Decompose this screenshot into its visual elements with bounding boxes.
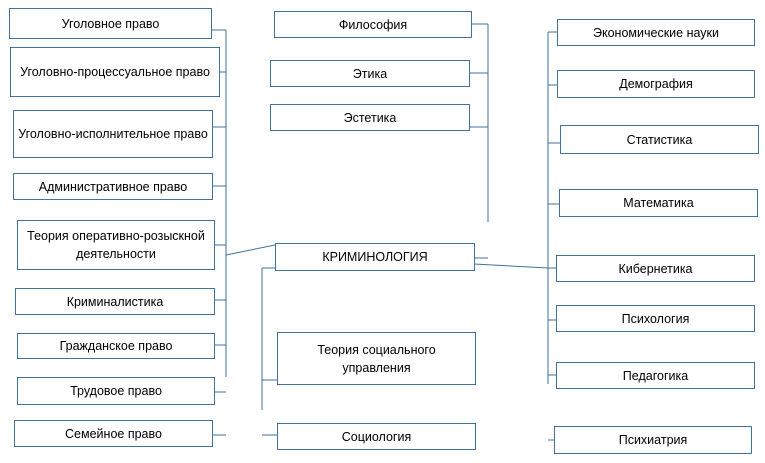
left-box-label: Уголовное право: [61, 16, 160, 31]
right-box-label: Педагогика: [622, 368, 689, 383]
bottom-box-social-management-theory: Теория социального управления: [277, 332, 476, 385]
top-box-label: Эстетика: [343, 110, 397, 125]
top-box-label: Философия: [338, 17, 408, 32]
left-box-labor-law: Трудовое право: [17, 377, 215, 405]
bottom-box-label: Социология: [341, 429, 412, 444]
right-box-cybernetics: Кибернетика: [556, 255, 755, 282]
left-box-administrative-law: Административное право: [13, 173, 213, 200]
left-box-criminalistics: Криминалистика: [15, 288, 215, 315]
center-box-label: КРИМИНОЛОГИЯ: [322, 250, 428, 264]
left-box-criminal-executive-law: Уголовно-исполнительное право: [13, 110, 213, 158]
center-box-criminology: КРИМИНОЛОГИЯ: [275, 243, 475, 271]
left-box-label: Трудовое право: [70, 384, 162, 398]
left-box-label: Гражданское право: [59, 339, 173, 353]
center-to-right-line: [473, 263, 549, 269]
bottom-box-label: Теория социального управления: [317, 342, 436, 375]
right-box-statistics: Статистика: [560, 125, 759, 154]
left-box-criminal-procedure-law: Уголовно-процессуальное право: [10, 47, 220, 97]
left-box-criminal-law: Уголовное право: [9, 8, 212, 39]
left-to-center-line: [225, 244, 276, 256]
right-box-psychology: Психология: [556, 305, 755, 332]
top-box-ethics: Этика: [270, 60, 470, 87]
right-box-label: Психология: [621, 311, 690, 326]
right-box-label: Психиатрия: [618, 433, 688, 447]
left-box-label: Уголовно-исполнительное право: [18, 127, 208, 141]
left-box-label: Уголовно-процессуальное право: [20, 65, 210, 79]
right-box-label: Демография: [619, 77, 693, 91]
top-box-label: Этика: [352, 66, 388, 81]
left-box-label: Криминалистика: [66, 294, 164, 309]
right-box-label: Экономические науки: [593, 25, 719, 40]
left-box-label: Теория оперативно-розыскной деятельности: [27, 229, 205, 261]
right-box-demography: Демография: [557, 70, 755, 98]
top-box-aesthetics: Эстетика: [270, 104, 470, 131]
left-box-label: Административное право: [38, 179, 188, 194]
bottom-box-sociology: Социология: [277, 423, 476, 450]
top-box-philosophy: Философия: [274, 11, 472, 38]
left-box-civil-law: Гражданское право: [17, 333, 215, 359]
left-box-family-law: Семейное право: [14, 420, 213, 447]
left-box-operative-search-theory: Теория оперативно-розыскной деятельности: [17, 220, 215, 270]
right-box-label: Кибернетика: [618, 261, 693, 276]
right-box-mathematics: Математика: [559, 189, 758, 217]
left-box-label: Семейное право: [65, 426, 162, 441]
right-box-psychiatry: Психиатрия: [554, 426, 752, 454]
right-box-pedagogy: Педагогика: [556, 362, 755, 389]
right-box-economics: Экономические науки: [557, 19, 755, 46]
right-box-label: Статистика: [626, 132, 693, 147]
right-box-label: Математика: [623, 196, 694, 210]
